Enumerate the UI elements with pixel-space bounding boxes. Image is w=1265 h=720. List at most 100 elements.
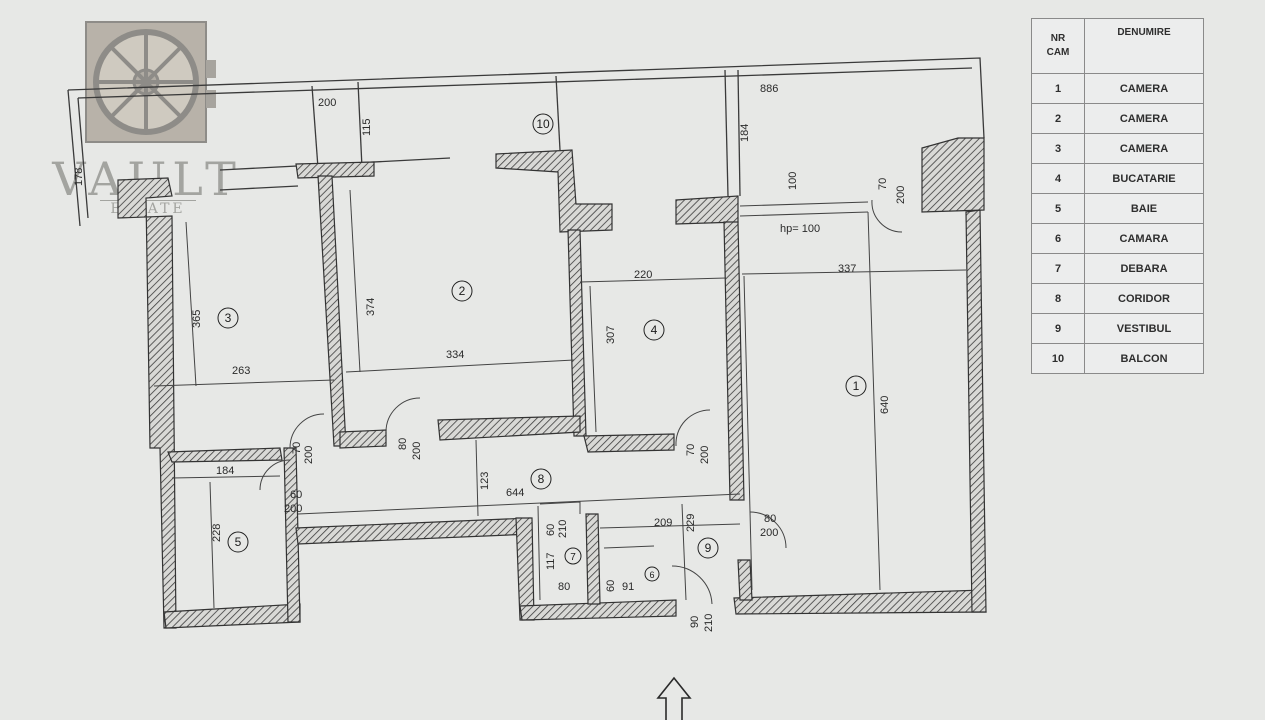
dim-label: 115 bbox=[361, 118, 373, 136]
dim-label: 100 bbox=[787, 172, 799, 190]
entry-arrow-icon bbox=[656, 676, 692, 720]
svg-text:2: 2 bbox=[459, 284, 466, 298]
dim-label: 117 bbox=[545, 552, 557, 570]
dim-label: 80 bbox=[764, 513, 776, 525]
vault-door-icon bbox=[85, 21, 216, 143]
interior-lines bbox=[153, 189, 967, 609]
dim-label: 374 bbox=[365, 298, 377, 316]
dim-label: 80 bbox=[558, 581, 570, 593]
dim-label: 123 bbox=[479, 472, 491, 490]
dim-label: 200 bbox=[318, 97, 336, 109]
svg-text:10: 10 bbox=[536, 117, 550, 131]
dim-label: 263 bbox=[232, 365, 250, 377]
dim-label: 91 bbox=[622, 581, 634, 593]
dim-label: 644 bbox=[506, 487, 524, 499]
dim-label: 209 bbox=[654, 517, 672, 529]
dim-label: 60 bbox=[545, 524, 557, 536]
door-swings bbox=[259, 199, 903, 605]
svg-text:7: 7 bbox=[570, 552, 576, 563]
dim-label: 365 bbox=[191, 310, 203, 328]
dim-label: 70 bbox=[685, 444, 697, 456]
legend-nr: 8 bbox=[1031, 283, 1085, 314]
svg-text:9: 9 bbox=[705, 541, 712, 555]
dim-label: 210 bbox=[703, 614, 715, 632]
room-marker: 5 bbox=[227, 531, 249, 553]
svg-text:5: 5 bbox=[235, 535, 242, 549]
room-marker: 4 bbox=[643, 319, 665, 341]
dim-label: 200 bbox=[760, 527, 778, 539]
dim-label: 334 bbox=[446, 349, 464, 361]
svg-text:4: 4 bbox=[651, 323, 658, 337]
dim-label: 200 bbox=[303, 446, 315, 464]
dim-label: 90 bbox=[689, 616, 701, 628]
dim-label: 184 bbox=[216, 465, 234, 477]
dim-label: 60 bbox=[605, 580, 617, 592]
dim-label: 886 bbox=[760, 83, 778, 95]
room-marker: 6 bbox=[644, 566, 660, 582]
dim-label: 228 bbox=[211, 524, 223, 542]
room-marker: 9 bbox=[697, 537, 719, 559]
dim-label: 178 bbox=[73, 168, 85, 186]
balcony bbox=[67, 57, 985, 227]
dim-label: 200 bbox=[699, 446, 711, 464]
room-marker: 3 bbox=[217, 307, 239, 329]
legend-name: CAMERA bbox=[1084, 73, 1204, 104]
dim-label: hp= 100 bbox=[780, 223, 820, 235]
legend-nr: 1 bbox=[1031, 73, 1085, 104]
room-marker: 7 bbox=[564, 547, 582, 565]
legend-name: BAIE bbox=[1084, 193, 1204, 224]
legend-header-name: DENUMIRE bbox=[1084, 18, 1204, 74]
dim-label: 210 bbox=[557, 520, 569, 538]
svg-text:3: 3 bbox=[225, 311, 232, 325]
dim-label: 640 bbox=[879, 396, 891, 414]
dim-label: 337 bbox=[838, 263, 856, 275]
svg-text:6: 6 bbox=[649, 570, 654, 580]
legend-nr: 10 bbox=[1031, 343, 1085, 374]
dimension-labels: 178 200 115 886 184 100 70 200 hp= 100 2… bbox=[73, 83, 907, 632]
legend-name: CAMERA bbox=[1084, 103, 1204, 134]
dim-label: 70 bbox=[291, 442, 303, 454]
dim-label: 229 bbox=[685, 514, 697, 532]
legend-name: DEBARA bbox=[1084, 253, 1204, 284]
legend-nr: 7 bbox=[1031, 253, 1085, 284]
legend-nr: 3 bbox=[1031, 133, 1085, 164]
legend-name: CAMERA bbox=[1084, 133, 1204, 164]
room-marker: 10 bbox=[532, 113, 554, 135]
legend-name: CAMARA bbox=[1084, 223, 1204, 254]
legend-nr: 9 bbox=[1031, 313, 1085, 344]
legend-name: VESTIBUL bbox=[1084, 313, 1204, 344]
dim-label: 60 bbox=[290, 489, 302, 501]
dim-label: 220 bbox=[634, 269, 652, 281]
dim-label: 200 bbox=[411, 442, 423, 460]
dim-label: 70 bbox=[877, 178, 889, 190]
room-marker: 2 bbox=[451, 280, 473, 302]
legend-nr: 5 bbox=[1031, 193, 1085, 224]
legend-nr: 6 bbox=[1031, 223, 1085, 254]
svg-text:8: 8 bbox=[538, 472, 545, 486]
legend-header-nr: NR CAM bbox=[1031, 18, 1085, 74]
legend-nr: 4 bbox=[1031, 163, 1085, 194]
dim-label: 184 bbox=[739, 124, 751, 142]
room-marker: 1 bbox=[845, 375, 867, 397]
room-markers: 1 2 3 4 5 6 7 8 9 10 bbox=[217, 113, 867, 582]
dim-label: 80 bbox=[397, 438, 409, 450]
legend-name: CORIDOR bbox=[1084, 283, 1204, 314]
legend-name: BUCATARIE bbox=[1084, 163, 1204, 194]
dim-label: 200 bbox=[895, 186, 907, 204]
dim-label: 307 bbox=[605, 326, 617, 344]
room-marker: 8 bbox=[530, 468, 552, 490]
dim-label: 200 bbox=[284, 503, 302, 515]
svg-text:1: 1 bbox=[853, 379, 860, 393]
legend-nr: 2 bbox=[1031, 103, 1085, 134]
